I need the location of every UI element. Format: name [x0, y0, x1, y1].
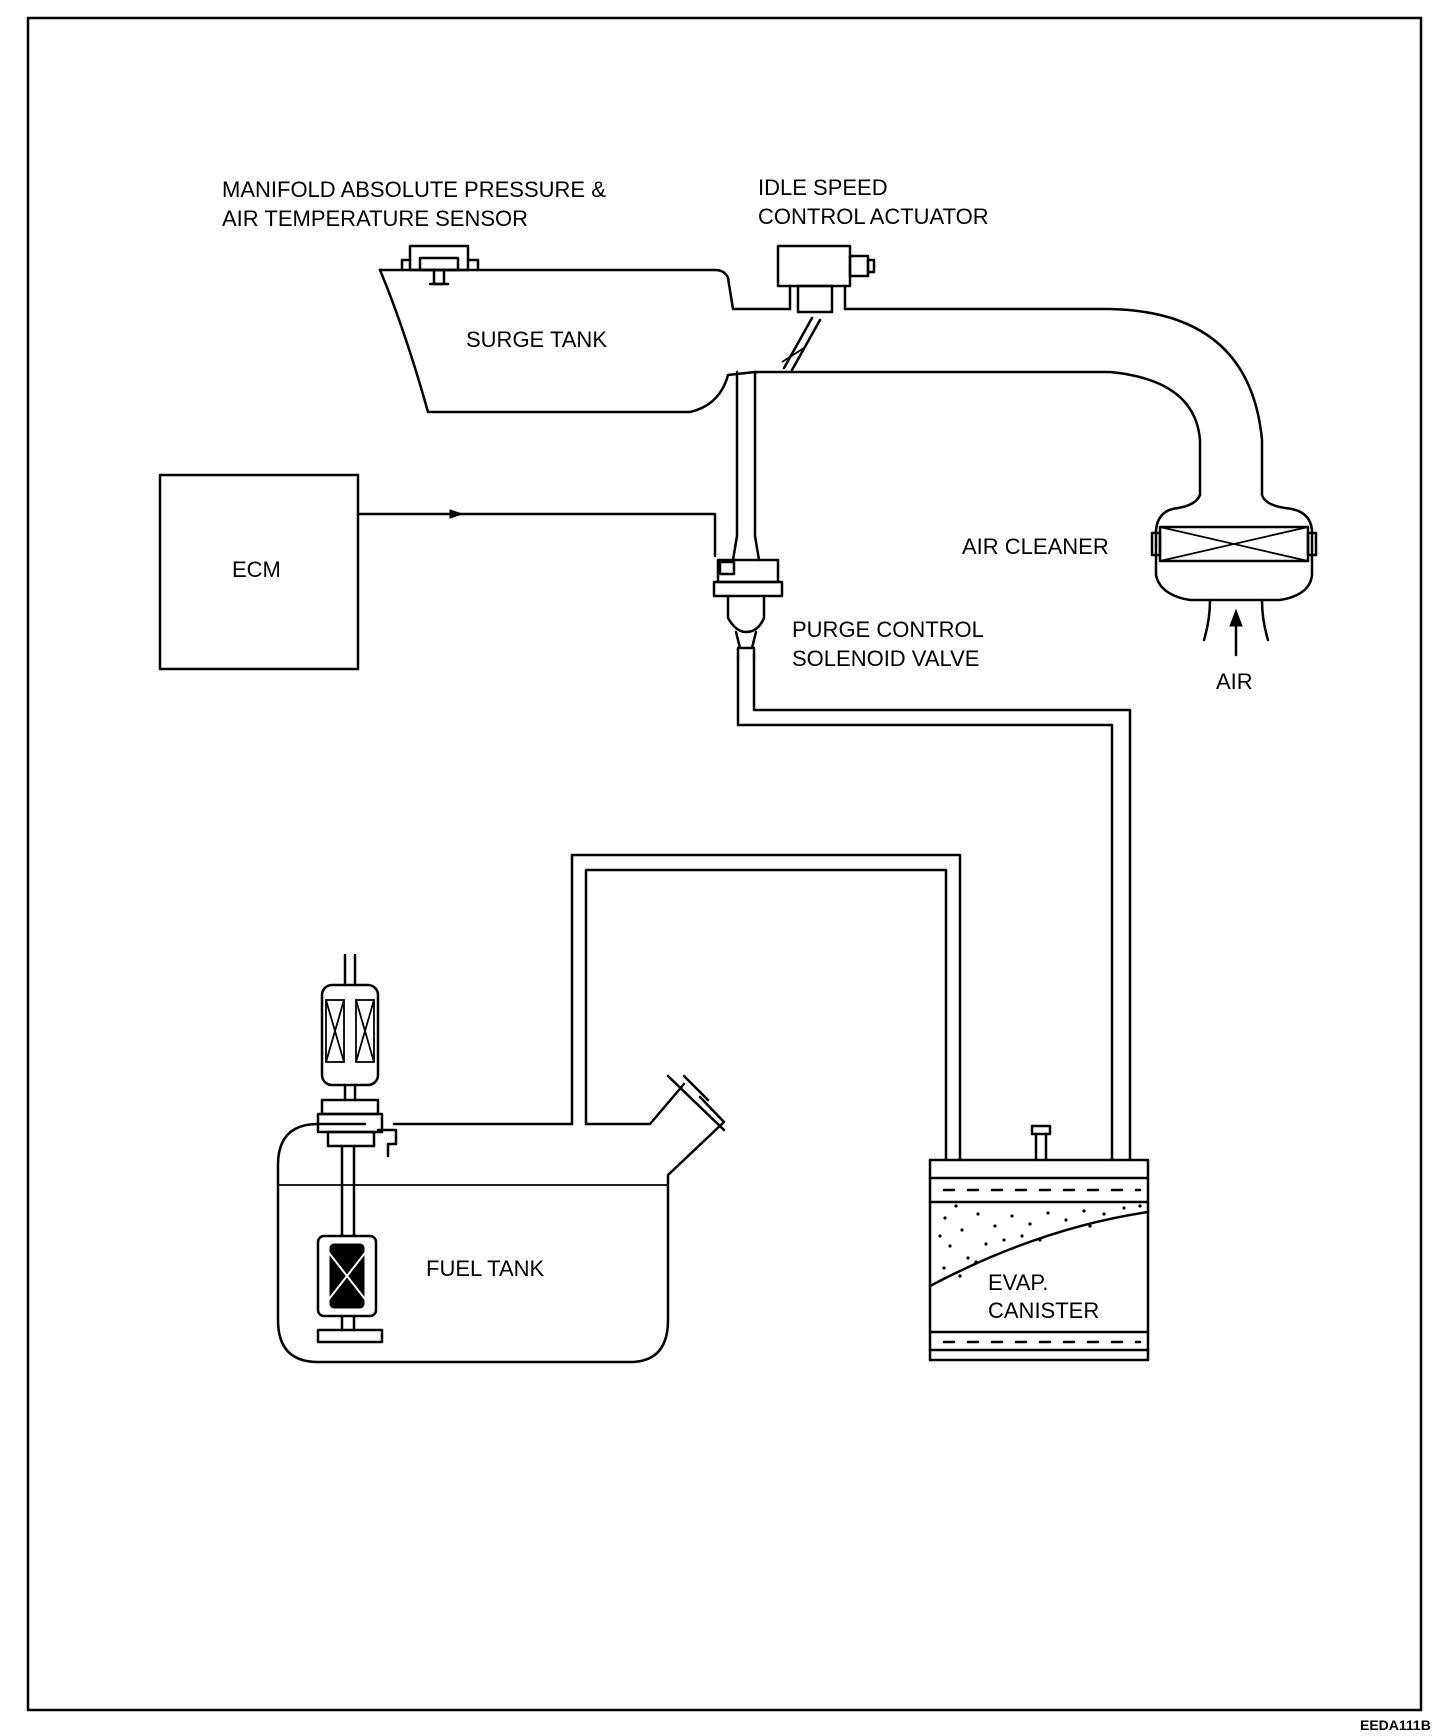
ecm-box [158, 473, 360, 671]
idle-speed-label-line1: IDLE SPEED [758, 175, 888, 200]
evap-canister [928, 1158, 1150, 1362]
canister-label-line1: EVAP. [988, 1270, 1048, 1295]
purge-solenoid-valve-icon [712, 558, 784, 658]
canister-vent-icon [1030, 1124, 1052, 1162]
surge-tank [378, 268, 792, 414]
air-cleaner [1150, 525, 1318, 642]
air-label: AIR [1216, 669, 1253, 694]
map-sensor-label-line1: MANIFOLD ABSOLUTE PRESSURE & [222, 177, 606, 202]
map-sensor-icon [400, 244, 480, 286]
purge-valve-label-line2: SOLENOID VALVE [792, 646, 979, 671]
canister-label-line2: CANISTER [988, 1298, 1099, 1323]
ecm-signal-wire [356, 509, 717, 558]
fuel-filter-icon [320, 953, 380, 1102]
air-inlet-arrow-icon [1229, 608, 1243, 657]
idle-speed-actuator-icon [776, 244, 876, 314]
vapor-hose [570, 853, 962, 1162]
surge-tank-label: SURGE TANK [466, 327, 607, 352]
throttle-valve-icon [781, 316, 822, 372]
idle-speed-label-line2: CONTROL ACTUATOR [758, 204, 989, 229]
figure-frame [26, 16, 1423, 1712]
fuel-tank-label: FUEL TANK [426, 1256, 545, 1281]
purge-hose-to-canister [736, 654, 1132, 1162]
fuel-pump-icon [316, 1234, 384, 1344]
ecm-label: ECM [232, 557, 281, 582]
fuel-tank [276, 1074, 726, 1364]
purge-valve-label-line1: PURGE CONTROL [792, 617, 984, 642]
intake-duct [753, 307, 1314, 547]
figure-code: EEDA111B [1360, 1717, 1431, 1733]
map-sensor-label-line2: AIR TEMPERATURE SENSOR [222, 206, 528, 231]
fuel-pump-fitting-icon [316, 1098, 398, 1238]
purge-hose-upper [731, 370, 761, 562]
air-cleaner-label: AIR CLEANER [962, 534, 1109, 559]
